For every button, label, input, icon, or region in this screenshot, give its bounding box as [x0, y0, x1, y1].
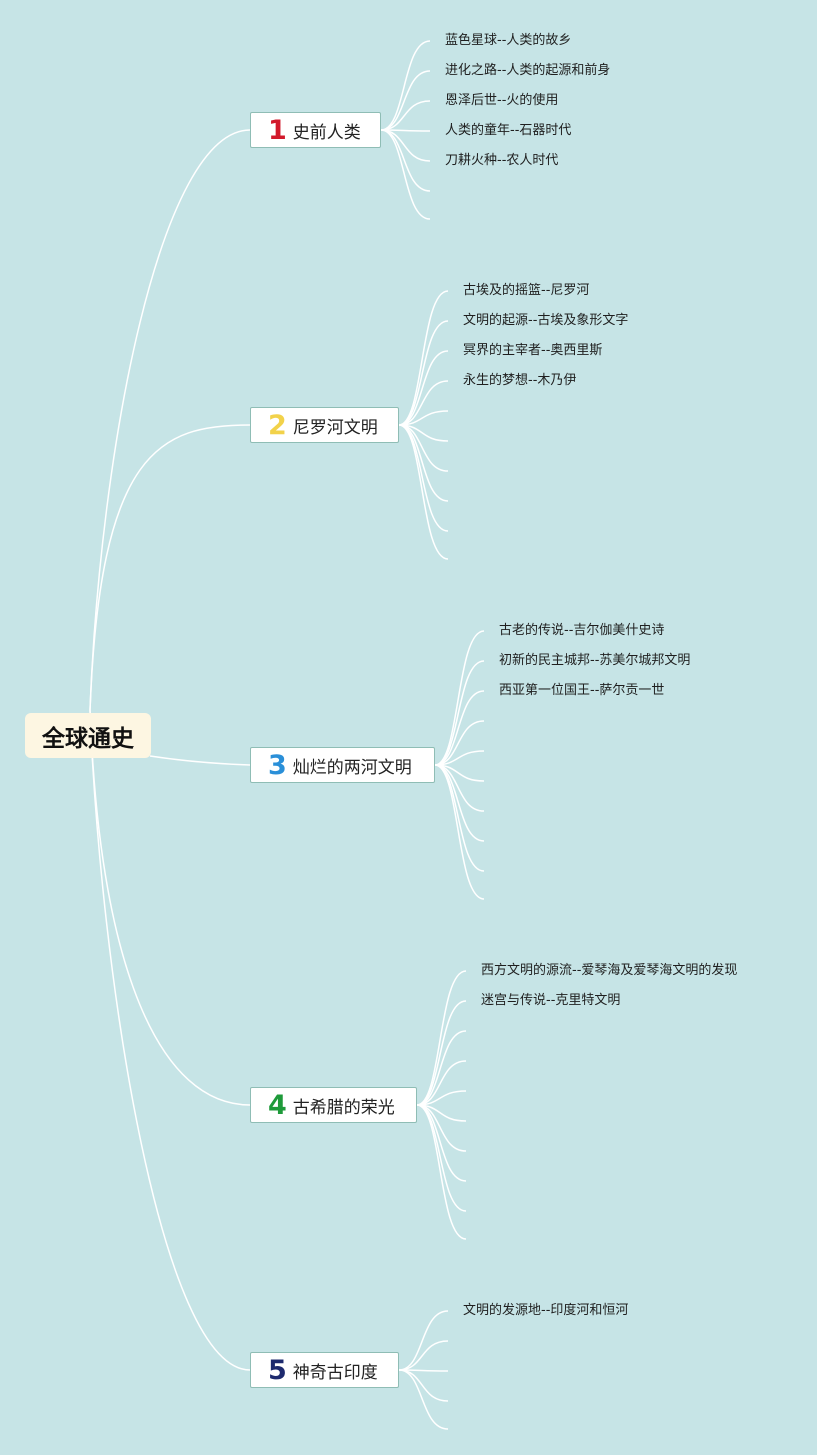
connector-line	[416, 1030, 467, 1106]
leaf-topic[interactable]: 西亚第一位国王--萨尔贡一世	[499, 683, 665, 698]
leaf-topic[interactable]: 迷宫与传说--克里特文明	[481, 993, 621, 1008]
connector-line	[398, 410, 449, 426]
leaf-topic[interactable]: 蓝色星球--人类的故乡	[445, 33, 572, 48]
connector-line	[398, 424, 449, 560]
connector-line	[380, 129, 431, 162]
root-title: 全球通史	[42, 725, 134, 752]
branch-label: 尼罗河文明	[292, 417, 378, 438]
branch-number: 4	[268, 1089, 287, 1121]
connector-line	[416, 1060, 467, 1106]
leaf-topic[interactable]: 恩泽后世--火的使用	[445, 93, 559, 108]
branch-number: 2	[268, 409, 287, 441]
connector-line	[398, 350, 449, 426]
connector-line	[434, 660, 485, 766]
connector-line	[434, 720, 485, 766]
connector-line	[380, 129, 431, 220]
connector-line	[416, 1000, 467, 1106]
branch-label: 古希腊的荣光	[292, 1097, 395, 1118]
branch-topic-1[interactable]: 1 史前人类	[250, 112, 381, 148]
branch-number: 5	[268, 1354, 287, 1386]
connector-line	[89, 709, 251, 1106]
connector-line	[380, 70, 431, 131]
connector-line	[434, 764, 485, 842]
connector-line	[380, 100, 431, 131]
connector-line	[416, 1104, 467, 1182]
connector-line	[434, 630, 485, 766]
leaf-topic[interactable]: 文明的起源--古埃及象形文字	[463, 313, 629, 328]
connector-line	[398, 290, 449, 426]
connector-line	[398, 320, 449, 426]
leaf-topic[interactable]: 古埃及的摇篮--尼罗河	[463, 283, 590, 298]
branch-topic-2[interactable]: 2 尼罗河文明	[250, 407, 399, 443]
branch-number: 3	[268, 749, 287, 781]
leaf-topic[interactable]: 初新的民主城邦--苏美尔城邦文明	[499, 653, 691, 668]
connector-line	[398, 380, 449, 426]
connector-line	[434, 764, 485, 900]
connector-line	[398, 424, 449, 472]
connector-line	[434, 750, 485, 766]
connector-line	[434, 690, 485, 766]
leaf-topic[interactable]: 进化之路--人类的起源和前身	[445, 63, 611, 78]
branch-topic-3[interactable]: 3 灿烂的两河文明	[250, 747, 435, 783]
branch-topic-4[interactable]: 4 古希腊的荣光	[250, 1087, 417, 1123]
connector-line	[416, 1104, 467, 1152]
connector-line	[89, 129, 251, 711]
leaf-topic[interactable]: 西方文明的源流--爱琴海及爱琴海文明的发现	[481, 963, 738, 978]
leaf-topic[interactable]: 冥界的主宰者--奥西里斯	[463, 343, 603, 358]
branch-label: 神奇古印度	[292, 1362, 378, 1383]
leaf-topic[interactable]: 人类的童年--石器时代	[445, 123, 572, 138]
connector-line	[416, 1090, 467, 1106]
connector-line	[434, 764, 485, 812]
leaf-topic[interactable]: 永生的梦想--木乃伊	[463, 373, 577, 388]
connector-line	[398, 1369, 449, 1402]
leaf-topic[interactable]: 刀耕火种--农人时代	[445, 153, 559, 168]
connector-line	[398, 1310, 449, 1371]
leaf-topic[interactable]: 文明的发源地--印度河和恒河	[463, 1303, 629, 1318]
connector-line	[149, 755, 251, 766]
root-topic[interactable]: 全球通史	[25, 713, 151, 758]
connector-line	[398, 1340, 449, 1371]
connector-line	[398, 1369, 449, 1430]
connector-line	[416, 970, 467, 1106]
connector-line	[89, 424, 251, 711]
connector-line	[380, 40, 431, 131]
branch-label: 史前人类	[292, 122, 361, 143]
connector-line	[398, 424, 449, 502]
branch-topic-5[interactable]: 5 神奇古印度	[250, 1352, 399, 1388]
branch-number: 1	[268, 114, 287, 146]
leaf-topic[interactable]: 古老的传说--吉尔伽美什史诗	[499, 623, 665, 638]
connector-line	[416, 1104, 467, 1240]
branch-label: 灿烂的两河文明	[292, 757, 412, 778]
connector-line	[89, 709, 251, 1371]
